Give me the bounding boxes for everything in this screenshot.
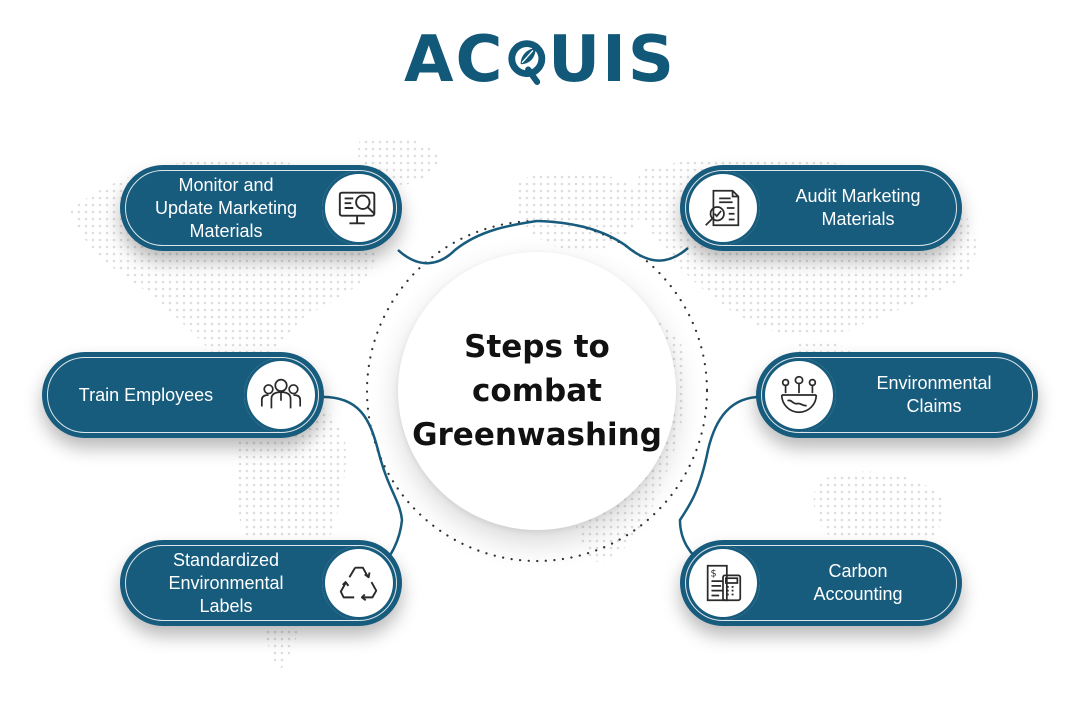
logo-text-left: AC <box>404 23 505 97</box>
step-train-employees[interactable]: Train Employees <box>42 352 324 438</box>
step-audit-marketing[interactable]: Audit Marketing Materials <box>680 165 962 251</box>
step-monitor-update[interactable]: Monitor and Update Marketing Materials <box>120 165 402 251</box>
step-claims-label: Environmental Claims <box>876 373 992 416</box>
recycle-icon <box>322 546 396 620</box>
center-circle: Steps to combat Greenwashing <box>398 252 676 530</box>
svg-text:$: $ <box>711 568 717 579</box>
step-audit-label: Audit Marketing Materials <box>795 186 921 229</box>
step-carbon-accounting[interactable]: $ Carbon Accounting <box>680 540 962 626</box>
step-labels-label: Standardized Environmental Labels <box>168 549 284 616</box>
connector-monitor <box>397 219 538 265</box>
team-icon <box>244 358 318 432</box>
acquis-logo: AC UIS <box>404 20 676 100</box>
globe-trees-icon <box>762 358 836 432</box>
calculator-document-icon: $ <box>686 546 760 620</box>
step-standardized-labels[interactable]: Standardized Environmental Labels <box>120 540 402 626</box>
center-title: Steps to combat Greenwashing <box>412 329 662 453</box>
logo-q-leaf-icon <box>507 40 545 85</box>
connector-claims <box>678 395 766 567</box>
connector-audit <box>536 219 689 262</box>
document-audit-icon <box>686 171 760 245</box>
step-environmental-claims[interactable]: Environmental Claims <box>756 352 1038 438</box>
step-carbon-label: Carbon Accounting <box>813 561 903 604</box>
connector-train <box>317 395 404 567</box>
step-monitor-label: Monitor and Update Marketing Materials <box>154 174 298 241</box>
monitor-magnifier-icon <box>322 171 396 245</box>
step-train-label: Train Employees <box>78 384 214 405</box>
logo-text-right: UIS <box>548 23 676 97</box>
